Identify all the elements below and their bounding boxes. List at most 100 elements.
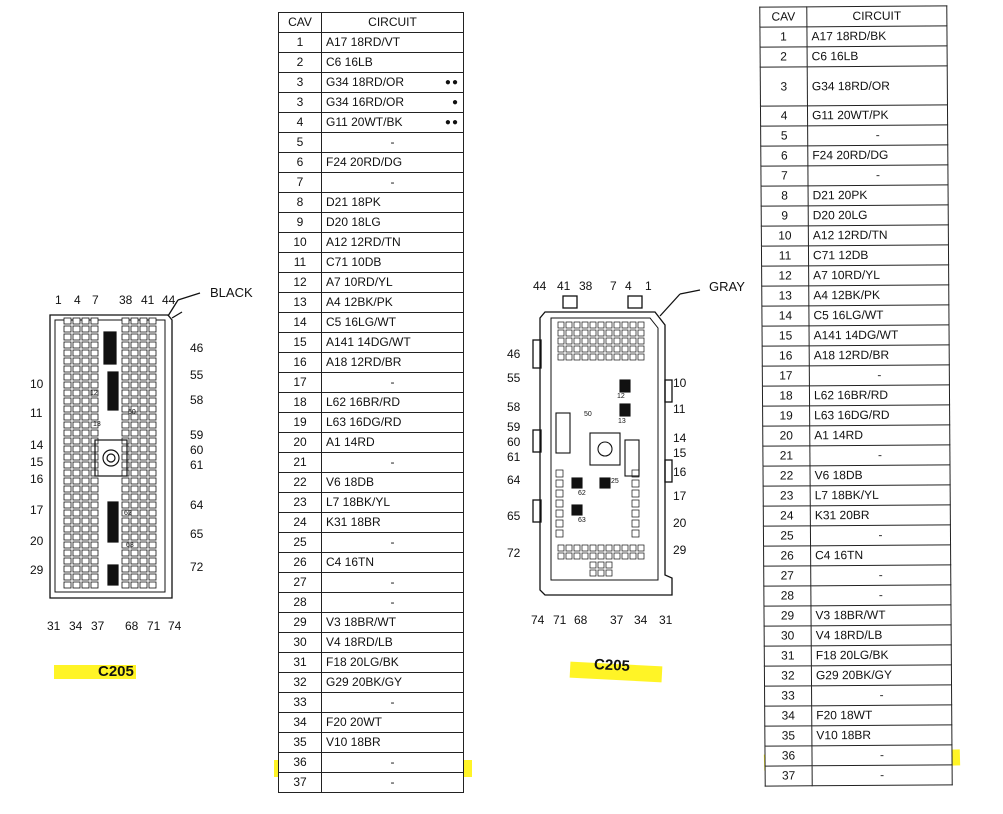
cav-number: 9 <box>761 205 809 227</box>
cavity-cell <box>139 557 148 565</box>
cavity-cell <box>637 544 645 552</box>
cavity-cell <box>72 541 81 549</box>
cavity-cell <box>72 405 81 413</box>
cavity-cell <box>555 499 564 508</box>
cav-number: 25 <box>278 532 322 553</box>
pin-label: 38 <box>579 279 593 293</box>
cavity-cell <box>581 329 589 337</box>
pin-label: 14 <box>673 431 687 445</box>
cavity-cell <box>130 429 139 437</box>
cavity-cell <box>621 321 629 329</box>
cavity-cell <box>629 345 637 353</box>
cav-number: 27 <box>278 572 322 593</box>
circuit-text: - <box>878 587 883 602</box>
cavity-cell <box>597 561 605 569</box>
circuit-code: C5 16LG/WT <box>808 304 950 326</box>
cav-number: 37 <box>278 772 322 793</box>
cavity-cell <box>130 485 139 493</box>
inner-label: 12 <box>90 390 98 397</box>
cavity-cell <box>121 549 130 557</box>
cavity-cell <box>121 429 130 437</box>
cavity-cell <box>130 405 139 413</box>
left-connector-title: C205 <box>98 663 134 680</box>
circuit-code: A17 18RD/VT <box>321 32 464 53</box>
cavity-cell <box>63 389 72 397</box>
pin-label: 64 <box>507 473 521 487</box>
cavity-cell <box>148 325 157 333</box>
cavity-cell <box>621 544 629 552</box>
circuit-text: D20 18LG <box>326 215 381 229</box>
circuit-code: A18 12RD/BR <box>321 352 464 373</box>
circuit-code: A141 14DG/WT <box>809 324 950 346</box>
cavity-cell <box>63 421 72 429</box>
circuit-code: V6 18DB <box>809 464 951 486</box>
circuit-code: G34 16RD/OR● <box>321 92 464 113</box>
cavity-cell <box>72 557 81 565</box>
cavity-cell <box>139 453 148 461</box>
cav-number: 8 <box>278 192 322 213</box>
cavity-cell <box>90 541 99 549</box>
cavity-cell <box>63 373 72 381</box>
table-row: 7- <box>760 164 949 187</box>
right-pin-grid <box>555 321 645 577</box>
cavity-cell <box>121 445 130 453</box>
circuit-text: F20 18WT <box>816 707 873 723</box>
circuit-code: G34 18RD/OR <box>807 65 948 106</box>
circuit-text: A12 12RD/TN <box>326 235 401 249</box>
cavity-cell <box>555 529 564 538</box>
circuit-code: V10 18BR <box>321 732 464 753</box>
cav-number: 8 <box>761 185 809 207</box>
circuit-code: V4 18RD/LB <box>811 624 952 646</box>
cavity-cell <box>581 552 589 560</box>
cavity-cell <box>139 517 148 525</box>
pin-label: 58 <box>190 393 204 407</box>
circuit-text: K31 20BR <box>814 507 870 523</box>
cavity-cell <box>139 469 148 477</box>
cav-number: 13 <box>761 285 809 307</box>
cav-number: 9 <box>278 212 322 233</box>
circuit-text: C4 16TN <box>326 555 375 569</box>
circuit-text: - <box>877 367 882 382</box>
cavity-cell <box>81 477 90 485</box>
circuit-text: C6 16LB <box>811 48 859 64</box>
cavity-cell <box>597 544 605 552</box>
cavity-cell <box>81 469 90 477</box>
inner-label: 63 <box>126 542 134 549</box>
cavity-cell <box>130 533 139 541</box>
cavity-cell <box>90 533 99 541</box>
cavity-cell <box>148 389 157 397</box>
pin-label: 17 <box>30 503 44 517</box>
pin-label: 16 <box>30 472 44 486</box>
circuit-text: A17 18RD/VT <box>326 35 401 49</box>
cavity-cell <box>90 373 99 381</box>
pin-label: 14 <box>30 438 44 452</box>
pin-label: 60 <box>190 443 204 457</box>
circuit-text: F24 20RD/DG <box>326 155 403 169</box>
cav-number: 23 <box>278 492 322 513</box>
cavity-cell <box>72 325 81 333</box>
table-row: 25- <box>278 532 464 553</box>
circuit-text: C5 16LG/WT <box>813 307 884 323</box>
table-header-row: CAV CIRCUIT <box>759 5 947 28</box>
cavity-cell <box>63 365 72 373</box>
cavity-cell <box>130 541 139 549</box>
circuit-code: - <box>811 684 952 706</box>
cav-number: 25 <box>763 525 811 547</box>
cavity-cell <box>581 345 589 353</box>
cavity-cell <box>139 565 148 573</box>
circuit-text: A1 14RD <box>814 427 864 443</box>
circuit-text: D21 20PK <box>812 187 868 203</box>
cavity-cell <box>81 549 90 557</box>
cavity-cell <box>121 533 130 541</box>
circuit-text: - <box>390 455 395 469</box>
cavity-cell <box>130 469 139 477</box>
